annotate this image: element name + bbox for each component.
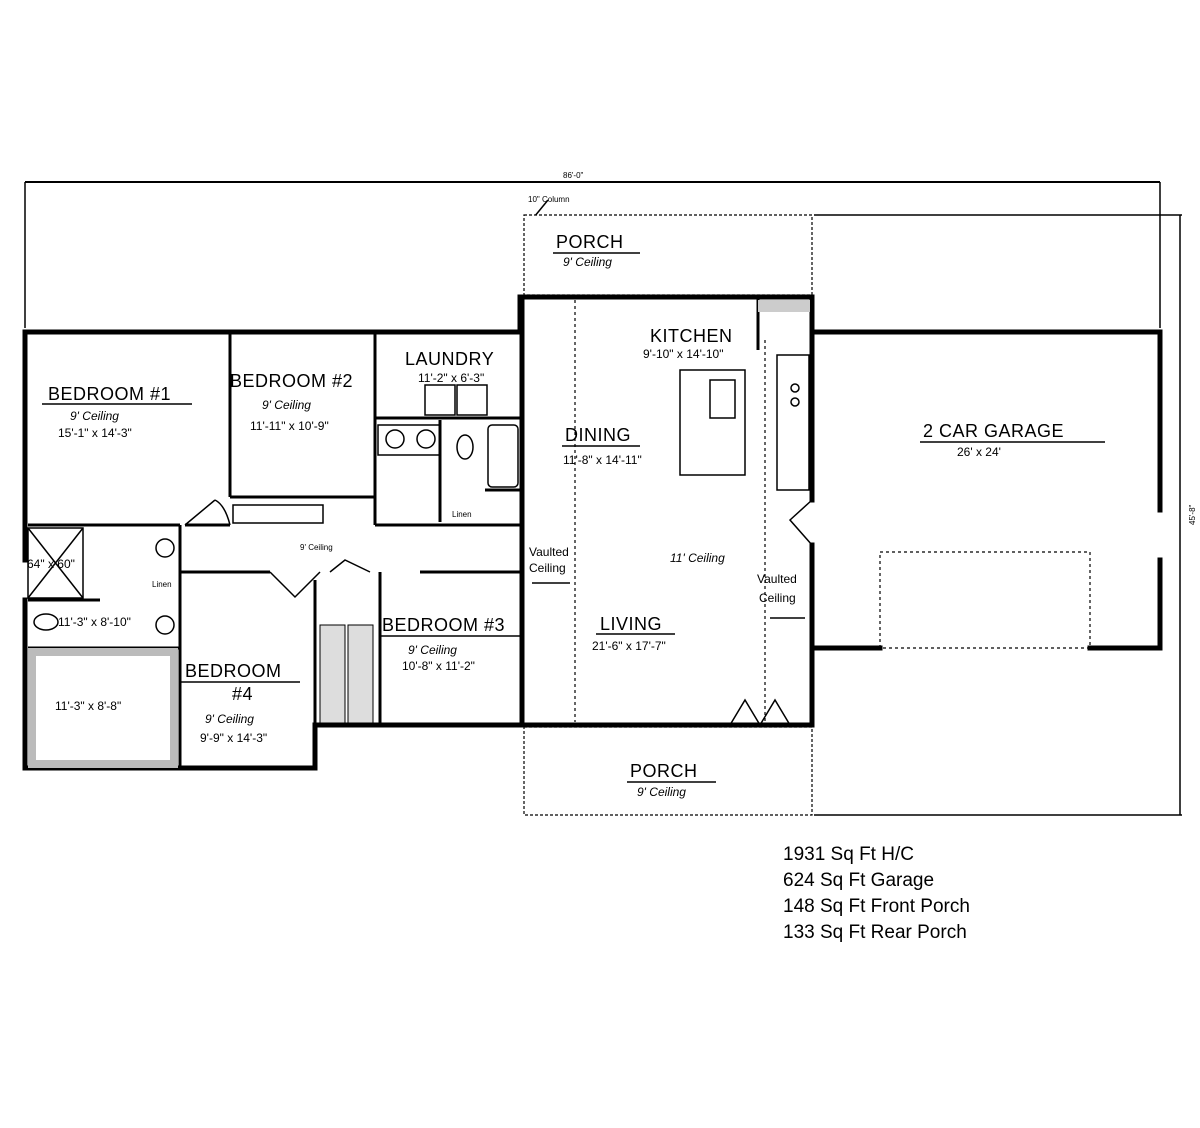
bedroom2-ceiling: 9' Ceiling [262,398,311,412]
bedroom1-size: 15'-1" x 14'-3" [58,426,132,440]
bedroom3-name: BEDROOM #3 [382,615,505,635]
bedroom2-name: BEDROOM #2 [230,371,353,391]
stat-rear-porch: 133 Sq Ft Rear Porch [783,922,967,943]
sink-icon [709,379,736,419]
kitchen-size: 9'-10" x 14'-10" [643,347,723,361]
double-vanity [377,424,441,456]
bedroom1-ceiling: 9' Ceiling [70,409,119,423]
dining-name: DINING [565,425,631,445]
bedroom4-ceiling: 9' Ceiling [205,712,254,726]
garage-name: 2 CAR GARAGE [923,421,1064,441]
dryer-icon [456,384,488,416]
stove-icon [790,383,800,393]
hall-linen-label: Linen [452,510,472,519]
master-linen-label: Linen [152,580,172,589]
master-bath-size: 11'-3" x 8'-10" [58,615,131,629]
living-name: LIVING [600,614,662,634]
laundry-name: LAUNDRY [405,349,494,369]
toilet-icon [456,434,474,460]
hall-ceiling: 9' Ceiling [300,543,333,552]
bedroom3-size: 10'-8" x 11'-2" [402,659,475,673]
garage-size: 26' x 24' [957,445,1001,459]
square-footage-summary: 1931 Sq Ft H/C 624 Sq Ft Garage 148 Sq F… [783,842,970,946]
front-porch-name: PORCH [556,232,624,252]
kitchen-name: KITCHEN [650,326,733,346]
stat-heated-cooled: 1931 Sq Ft H/C [783,844,914,865]
front-porch [523,214,813,296]
interior-walls [28,297,760,768]
bedroom4-size: 9'-9" x 14'-3" [200,731,267,745]
stat-garage: 624 Sq Ft Garage [783,870,935,891]
rear-porch-ceiling: 9' Ceiling [637,785,686,799]
sink-icon [155,538,175,558]
shower-icon [27,527,84,599]
bedroom2-closet [232,504,324,524]
vaulted-left-line2: Ceiling [529,561,566,575]
dining-size: 11'-8" x 14'-11" [563,453,642,467]
bathtub-icon [487,424,519,488]
bedroom3-ceiling: 9' Ceiling [408,643,457,657]
laundry-size: 11'-2" x 6'-3" [418,371,484,385]
rear-porch-name: PORCH [630,761,698,781]
pantry [758,300,810,312]
shower-size: 64" x 60" [27,557,75,571]
front-porch-ceiling: 9' Ceiling [563,255,612,269]
master-closet-size: 11'-3" x 8'-8" [55,699,121,713]
sink-icon [155,615,175,635]
bedroom4-name: BEDROOM [185,661,282,681]
overall-width-label: 86'-0" [563,171,584,180]
living-size: 21'-6" x 17'-7" [592,639,666,653]
dimension-lines [24,181,1182,816]
stat-front-porch: 148 Sq Ft Front Porch [783,896,970,917]
vaulted-right-line1: Vaulted [757,572,797,586]
bedroom2-size: 11'-11" x 10'-9" [250,419,329,433]
closet-shelving [28,648,178,768]
living-ceiling: 11' Ceiling [670,551,725,565]
washer-icon [424,384,456,416]
vaulted-left-line1: Vaulted [529,545,569,559]
vaulted-right-line2: Ceiling [759,591,796,605]
kitchen-island [679,369,746,476]
kitchen-counter [776,354,810,491]
column-note: 10" Column [528,195,570,204]
hall-closet [319,624,346,724]
bedroom4-number: #4 [232,684,253,704]
overall-depth-label: 45'-8" [1188,504,1197,525]
garage-door [879,551,1091,649]
toilet-icon [33,613,59,631]
doors [184,499,813,726]
sink-icon [385,429,405,449]
sink-icon [416,429,436,449]
rear-porch [523,726,813,816]
bedroom1-name: BEDROOM #1 [48,384,171,404]
exterior-walls [22,294,1163,771]
